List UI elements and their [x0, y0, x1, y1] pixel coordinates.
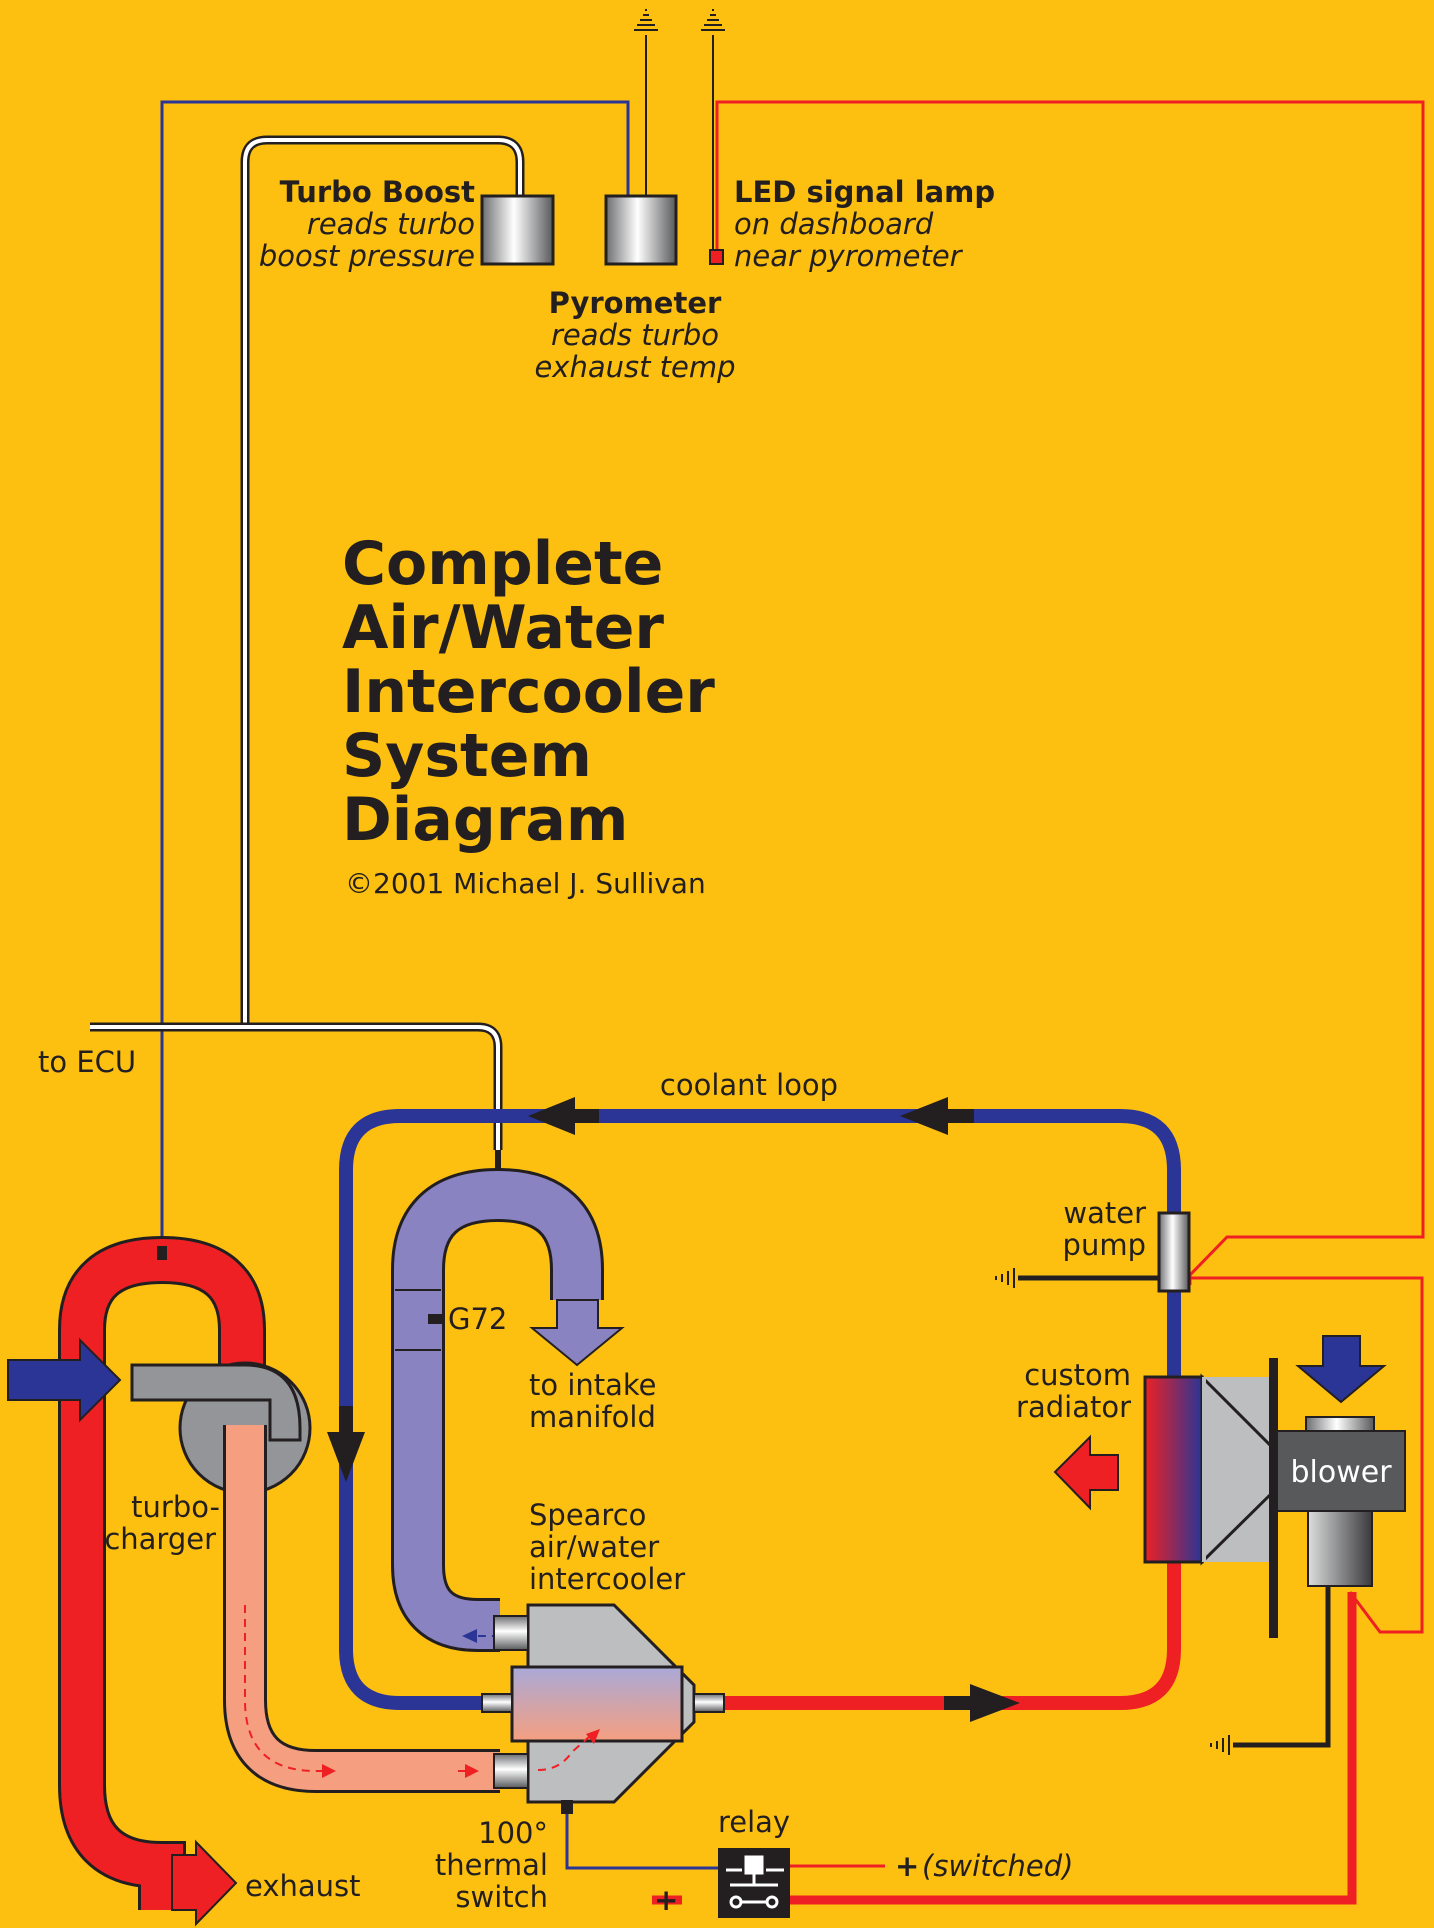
to-intake-label-1: to intake [529, 1368, 657, 1402]
g72-label: G72 [448, 1302, 507, 1336]
exhaust-pipe [58, 1235, 266, 1910]
pyrometer-title: Pyrometer [549, 286, 722, 320]
thermal-switch-label-2: thermal [435, 1848, 548, 1882]
plus-switched-sign: + [895, 1849, 919, 1883]
blower-air-arrow-icon [1295, 1335, 1387, 1404]
led-lamp-icon [709, 249, 724, 265]
exhaust-arrow-icon [171, 1839, 238, 1927]
pyrometer-desc-1: reads turbo [551, 318, 719, 352]
intercooler-label-2: air/water [529, 1530, 659, 1564]
radiator-label-1: custom [1024, 1358, 1131, 1392]
blower [1210, 1358, 1406, 1755]
boost-line [90, 135, 525, 1150]
led-lamp-desc-1: on dashboard [734, 207, 934, 241]
water-pump-label-1: water [1063, 1196, 1146, 1230]
copyright: ©2001 Michael J. Sullivan [345, 867, 706, 900]
intercooler [481, 1603, 725, 1804]
intake-pipe [391, 1150, 625, 1661]
title-line-4: System [342, 721, 592, 791]
to-ecu-label: to ECU [38, 1045, 136, 1079]
intercooler-label-3: intercooler [529, 1562, 685, 1596]
antenna-icon [634, 9, 658, 31]
turbo-boost-desc-1: reads turbo [307, 207, 475, 241]
title-line-2: Air/Water [342, 593, 664, 663]
title-line-3: Intercooler [342, 657, 715, 727]
blower-label: blower [1290, 1455, 1392, 1490]
pyrometer-gauge [604, 194, 678, 266]
coolant-loop-label: coolant loop [660, 1068, 838, 1102]
thermal-switch-label-3: switch [455, 1880, 548, 1914]
custom-radiator [1143, 1373, 1277, 1566]
turbo-boost-title: Turbo Boost [280, 175, 476, 209]
coolant-arrow-icon [327, 1097, 1020, 1722]
coolant-loop [339, 1109, 1181, 1710]
charge-air-pipe [223, 1425, 500, 1793]
plus-switched-label: (switched) [922, 1849, 1073, 1883]
title-line-5: Diagram [342, 785, 628, 855]
title-line-1: Complete [342, 529, 663, 599]
relay-label: relay [718, 1805, 790, 1839]
relay [652, 1592, 1357, 1918]
turbocharger-label-1: turbo- [131, 1490, 220, 1524]
relay-switch-icon [726, 1855, 784, 1909]
radiator-heat-arrow-icon [1053, 1434, 1119, 1511]
intake-air-arrow-icon [7, 1337, 122, 1423]
to-intake-label-2: manifold [529, 1400, 656, 1434]
exhaust-label: exhaust [245, 1869, 361, 1903]
led-lamp-desc-2: near pyrometer [734, 239, 964, 273]
intercooler-label-1: Spearco [529, 1498, 646, 1532]
antenna-wires [634, 9, 725, 250]
radiator-label-2: radiator [1016, 1390, 1131, 1424]
antenna-icon [701, 9, 725, 31]
water-pump-label-2: pump [1063, 1228, 1146, 1262]
thermal-switch-icon [561, 1800, 718, 1870]
ecu-wire [160, 100, 630, 1255]
g72-sensor-icon [428, 1314, 444, 1324]
turbocharger-label-2: charger [104, 1522, 216, 1556]
thermal-switch-label-1: 100° [478, 1816, 548, 1850]
ground-icon [995, 1268, 1015, 1288]
turbo-boost-desc-2: boost pressure [259, 239, 475, 273]
turbocharger [130, 1361, 312, 1495]
ground-icon [1210, 1735, 1230, 1755]
turbo-boost-gauge [480, 194, 555, 266]
plus-label: + [654, 1883, 678, 1917]
pyrometer-desc-2: exhaust temp [534, 350, 735, 384]
water-pump [995, 1211, 1191, 1293]
led-lamp-title: LED signal lamp [734, 175, 995, 209]
